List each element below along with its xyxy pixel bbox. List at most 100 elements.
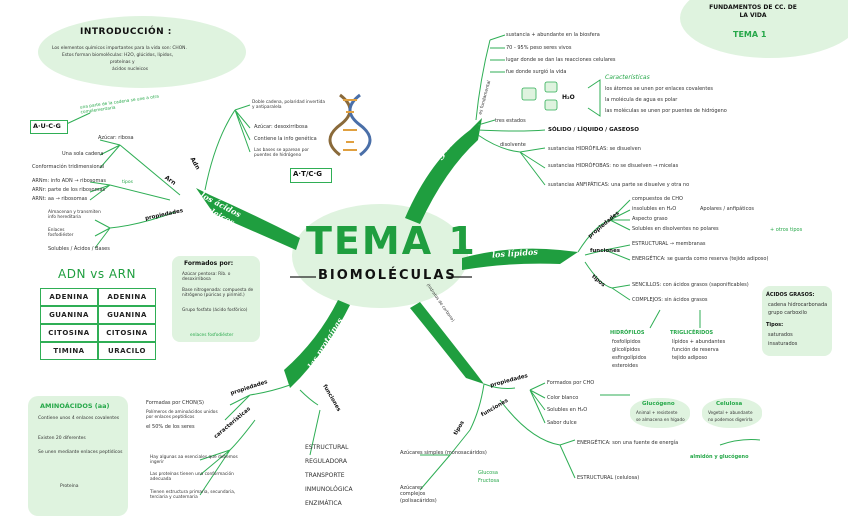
center-subtitle: BIOMOLÉCULAS: [318, 268, 457, 283]
intro-line-4: ácidos nucleicos: [112, 67, 148, 72]
acidos-prop-3: Solubles / Ácidos / Bases: [48, 246, 110, 252]
lipidos-funciones-label: funciones: [590, 248, 621, 254]
arn-line-1: Azúcar: ribosa: [98, 135, 134, 141]
triglicer-1: lípidos + abundantes: [672, 339, 726, 345]
water-molecule-icon: [521, 81, 558, 111]
celulosa-2: no podemos digerirla: [708, 417, 753, 422]
proteinas-caract-2: Polímeros de aminoácidos unidos por enla…: [146, 410, 218, 421]
formados-1: Azúcar pentosa: Rib. o desoxirribosa: [182, 272, 231, 283]
agua-caract-1: los átomos se unen por enlaces covalente…: [605, 86, 713, 92]
agua-line-4: fue donde surgió la vida: [506, 69, 567, 75]
intro-title: INTRODUCCIÓN :: [80, 27, 172, 37]
agua-estados-label: tres estados: [495, 118, 526, 124]
adn-code: A·T/C·G: [293, 170, 322, 178]
celulosa-blob: [702, 398, 762, 428]
intro-line-3: proteínas y: [110, 60, 135, 65]
agua-caract-2: la molécula de agua es polar: [605, 97, 678, 103]
hidrofilos-3: esfingolípidos: [612, 355, 647, 361]
agua-sustancia-3: sustancias ANFIPÁTICAS: una parte se dis…: [548, 182, 690, 188]
celulosa-title: Celulosa: [716, 401, 743, 407]
comp-cell-3-1: URACILO: [98, 342, 156, 360]
comp-cell-2-0: CITOSINA: [40, 324, 98, 342]
glucidos-func-1: ENERGÉTICA: son una fuente de energía: [577, 440, 679, 446]
branch-shape-proteinas: [284, 300, 350, 388]
center-blob: [292, 204, 468, 308]
proteinas-caract-3: el 50% de los seres: [146, 424, 195, 430]
intro-line-1: Los elementos químicos importantes para …: [52, 46, 187, 51]
acidos-grasos-title: ÁCIDOS GRASOS:: [766, 292, 815, 298]
comp-cell-0-1: ADENINA: [98, 288, 156, 306]
proteinas-caract-1: Formadas por CHON(S): [146, 400, 204, 406]
comp-cell-3-0: TIMINA: [40, 342, 98, 360]
agua-caract-3: las moléculas se unen por puentes de hid…: [605, 108, 727, 114]
lipidos-prop-5: Solubles en disolventes no polares: [632, 226, 719, 232]
proteinas-func-1: ESTRUCTURAL: [305, 444, 349, 451]
celulosa-1: Vegetal + abundante: [708, 410, 753, 415]
aminoacidos-box: [28, 396, 128, 516]
lipidos-tipo-1: SENCILLOS: con ácidos grasos (saponifica…: [632, 282, 749, 288]
lipidos-func-1: ESTRUCTURAL → membranas: [632, 241, 706, 247]
glucidos-tipo-1: Azúcares simples (monosacáridos): [400, 450, 487, 456]
course-title: FUNDAMENTOS DE CC. DE LA VIDA: [709, 4, 797, 19]
agua-sustancia-1: sustancias HIDRÓFILAS: se disuelven: [548, 146, 641, 152]
adn-line-2: Azúcar: desoxirribosa: [254, 124, 308, 130]
tema-tag: TEMA 1: [733, 30, 767, 39]
agua-formula: H₂O: [562, 94, 575, 101]
adn-line-3: Contiene la info genética: [254, 136, 317, 142]
glucidos-almidon: almidón y glucógeno: [690, 454, 749, 460]
tipos2-1: saturados: [768, 332, 793, 338]
center-title: TEMA 1: [306, 219, 477, 263]
hidrofilos-1: fosfolípidos: [612, 339, 641, 345]
formados-enlaces: enlaces fosfodiéster: [190, 333, 234, 338]
formados-2: Base nitrogenada: compuesta de nitrógeno…: [182, 288, 254, 299]
acidos-grasos-1: cadena hidrocarbonada: [768, 302, 828, 308]
comp-cell-1-0: GUANINA: [40, 306, 98, 324]
triglicer-3: tejido adiposo: [672, 355, 708, 361]
glucogeno-2: se almacena en hígado: [636, 417, 685, 422]
formados-title: Formados por:: [184, 260, 234, 267]
intro-blob: [38, 16, 246, 88]
agua-line-2: 70 - 95% peso seres vivos: [506, 45, 572, 51]
branch-shape-glucidos: [410, 302, 484, 384]
acidos-prop-2: Enlaces fosfodiéster: [48, 228, 74, 239]
triglicer-2: función de reserva: [672, 347, 719, 353]
intro-line-2: Estos forman biomoléculas: H2O, glúcidos…: [62, 53, 174, 58]
lipidos-prop-1: compuestos de CHO: [632, 196, 683, 202]
branch-shape-agua: [405, 118, 482, 224]
lipidos-prop-2: insolubles en H₂O: [632, 206, 677, 212]
tipos2-title: Tipos:: [766, 322, 784, 328]
acidos-grasos-2: grupo carboxilo: [768, 310, 807, 316]
branch-shape-acidos: [196, 188, 300, 250]
arn-tipo-3: ARNt: aa → ribosomas: [32, 196, 88, 202]
hidrofilos-4: esteroides: [612, 363, 638, 369]
adn-code-box: [290, 168, 332, 183]
glucidos-tipo-2: Azúcares complejos (polisacáridos): [400, 485, 437, 504]
hidrofilos-title: HIDRÓFILOS: [610, 330, 645, 336]
comparison-title: ADN vs ARN: [58, 267, 136, 281]
lipidos-tipo-2: COMPLEJOS: sin ácidos grasos: [632, 297, 708, 303]
comp-cell-1-1: GUANINA: [98, 306, 156, 324]
acidos-grasos-box: [762, 286, 832, 356]
arn-tipo-1: ARNm: info ADN → ribosomas: [32, 178, 107, 184]
glucidos-prop-4: Sabor dulce: [547, 420, 577, 426]
glucidos-prop-1: Formados por CHO: [547, 380, 595, 386]
proteinas-nota-3: Tienen estructura primaria, secundaria, …: [150, 490, 236, 501]
aminoacidos-3: Se unen mediante enlaces peptídicos: [38, 450, 123, 455]
glucidos-prop-2: Color blanco: [547, 395, 579, 401]
agua-line-1: sustancia + abundante en la biosfera: [506, 32, 600, 38]
header-blob: [680, 0, 848, 58]
lipidos-prop-3: Apolares / anfipáticos: [700, 206, 754, 212]
comp-cell-2-1: CITOSINA: [98, 324, 156, 342]
tipos2-2: insaturados: [768, 341, 798, 347]
acidos-prop-1: Almacenan y transmiten info hereditaria: [48, 210, 101, 221]
arn-line-2: Una sola cadena: [62, 151, 104, 157]
dna-helix-icon: [328, 93, 372, 157]
glucidos-func-2: ESTRUCTURAL (celulosa): [577, 475, 640, 481]
aminoacidos-1: Contiene unos 4 enlaces covalentes: [38, 416, 120, 421]
lipidos-func-2: ENERGÉTICA: se guarda como reserva (teji…: [632, 256, 769, 262]
glucidos-mono-1: Glucosa: [478, 470, 498, 476]
agua-solvente-label: disolvente: [500, 142, 526, 148]
triglicer-title: TRIGLICÉRIDOS: [670, 330, 714, 336]
proteinas-func-4: INMUNOLÓGICA: [305, 486, 353, 493]
